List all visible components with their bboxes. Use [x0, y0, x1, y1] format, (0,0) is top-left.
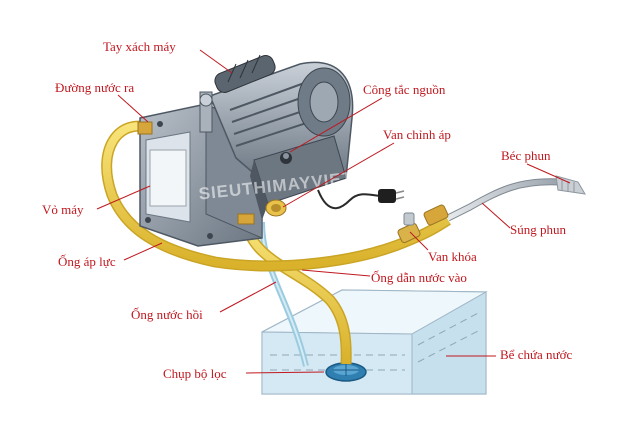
label-vo-may: Vỏ máy — [42, 202, 84, 217]
leader-ong-nuoc-hoi — [219, 281, 277, 313]
pressure-regulator — [265, 199, 287, 217]
label-ong-nuoc-hoi: Ống nước hồi — [131, 307, 203, 322]
leader-bec-phun — [526, 163, 571, 184]
leader-duong-nuoc-ra — [117, 94, 149, 123]
label-ong-dan-nuoc-vao: Ống dẫn nước vào — [371, 270, 467, 285]
label-cong-tac-nguon: Công tắc nguồn — [363, 82, 446, 97]
leader-van-khoa — [409, 231, 429, 251]
label-van-khoa: Van khóa — [428, 249, 477, 264]
leader-van-chinh-ap — [282, 142, 395, 208]
label-duong-nuoc-ra: Đường nước ra — [55, 80, 135, 95]
label-ong-ap-luc: Ống áp lực — [58, 254, 116, 269]
leader-tay-xach-may — [199, 49, 233, 74]
label-tay-xach-may: Tay xách máy — [103, 39, 176, 54]
label-van-chinh-ap: Van chỉnh áp — [383, 127, 451, 142]
spray-gun — [423, 178, 561, 226]
leader-sung-phun — [481, 202, 511, 229]
label-sung-phun: Súng phun — [510, 222, 566, 237]
leader-cong-tac-nguon — [289, 97, 383, 153]
leader-lines — [96, 49, 571, 374]
carry-handle — [199, 54, 276, 133]
leader-ong-ap-luc — [123, 242, 163, 261]
power-plug — [317, 189, 405, 210]
shutoff-valve — [397, 212, 421, 244]
label-bec-phun: Béc phun — [501, 148, 551, 163]
label-chup-bo-loc: Chụp bộ lọc — [163, 366, 227, 381]
leader-chup-bo-loc — [245, 371, 325, 374]
leader-vo-may — [96, 185, 151, 210]
leader-ong-dan-nuoc-vao — [301, 269, 371, 277]
label-be-chua-nuoc: Bể chứa nước — [500, 347, 573, 362]
outlet-fitting — [137, 121, 153, 135]
filter-cap — [325, 362, 367, 382]
switch-box — [250, 135, 347, 220]
water-tank — [261, 289, 488, 395]
inlet-fitting — [237, 213, 255, 225]
